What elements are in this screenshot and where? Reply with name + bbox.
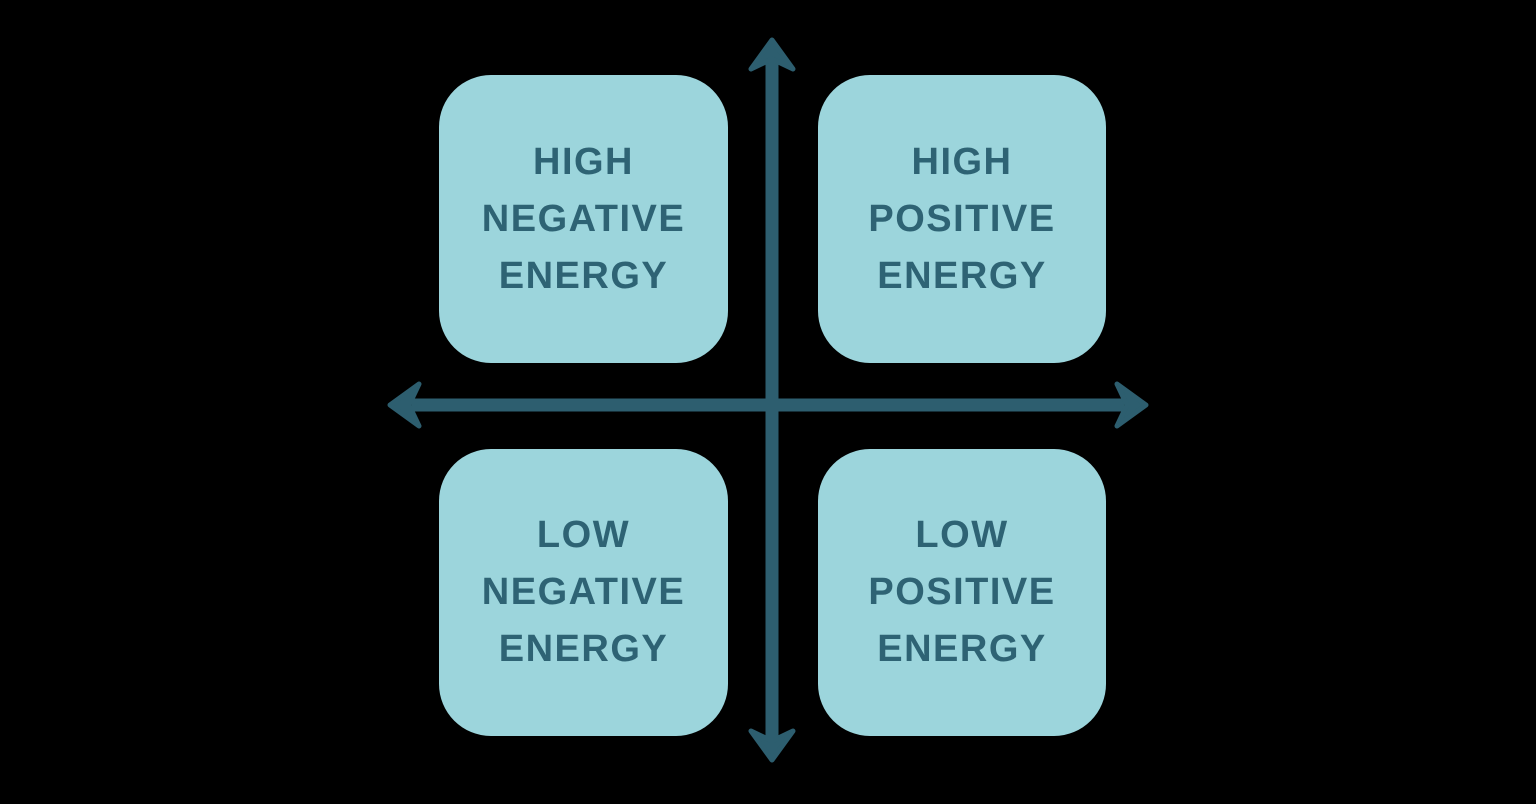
quadrant-label-line: ENERGY [877,628,1047,670]
quadrant-label-line: NEGATIVE [481,197,686,240]
quadrant-high-positive-energy: HIGH POSITIVE ENERGY [818,75,1106,363]
quadrant-label-line: NEGATIVE [481,571,686,613]
right-arrowhead-icon [1114,381,1149,429]
quadrant-label-line: HIGH [533,140,634,183]
quadrant-label-line: HIGH [911,140,1013,183]
up-arrowhead-icon [748,37,796,72]
quadrant-label-line: LOW [915,514,1009,556]
quadrant-low-positive-energy: LOW POSITIVE ENERGY [818,449,1106,736]
down-arrowhead-icon [748,728,796,763]
quadrant-label-line: POSITIVE [868,197,1056,240]
quadrant-label-line: ENERGY [498,628,669,670]
quadrant-high-negative-energy: HIGH NEGATIVE ENERGY [439,75,728,363]
quadrant-label-line: ENERGY [877,254,1047,297]
quadrant-label-line: ENERGY [498,254,669,297]
quadrant-label-line: LOW [536,514,631,556]
quadrant-label-line: POSITIVE [868,571,1056,613]
left-arrowhead-icon [387,381,422,429]
quadrant-low-negative-energy: LOW NEGATIVE ENERGY [439,449,728,736]
